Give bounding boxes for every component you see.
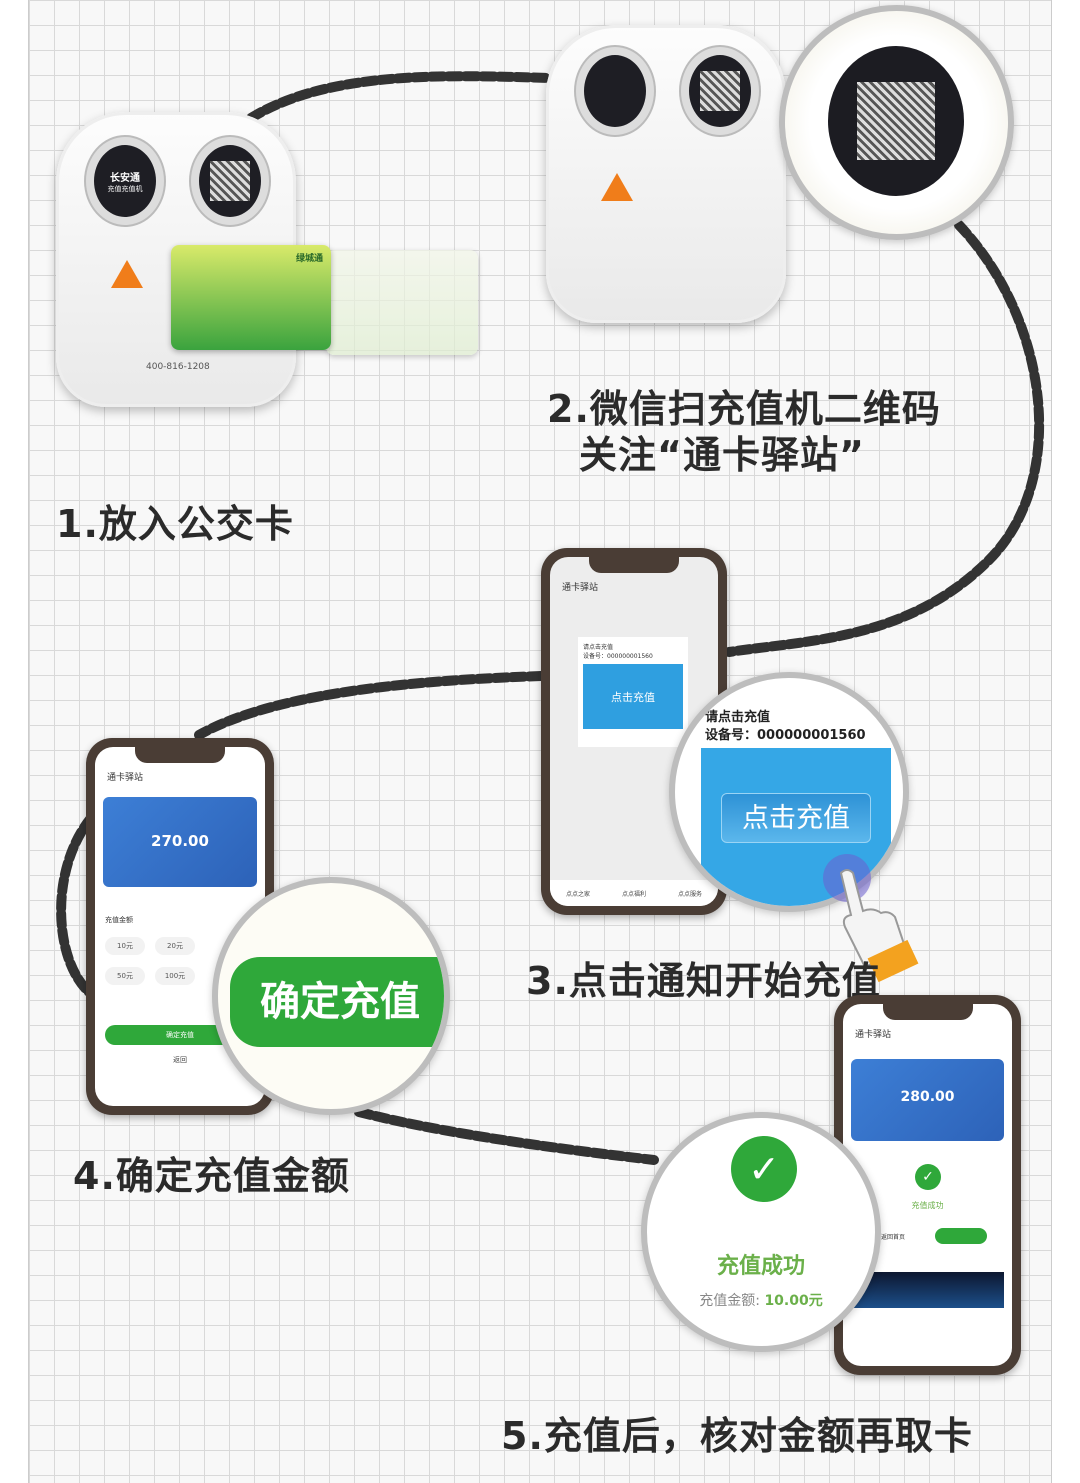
kiosk-qr-screen: [681, 47, 759, 135]
amount-option[interactable]: 10元: [105, 937, 145, 955]
tap-hand-icon: [823, 854, 919, 983]
transit-card-brand: 绿城通: [295, 254, 323, 264]
amount-option[interactable]: 50元: [105, 967, 145, 985]
kiosk-qr-display: [828, 46, 964, 196]
balance-value: 270.00: [151, 832, 209, 850]
amount-section-title: 充值金额: [105, 916, 133, 924]
qr-code-icon: [700, 71, 740, 111]
menu-item[interactable]: 点点福利: [621, 890, 646, 898]
menu-item[interactable]: 点点服务: [677, 890, 702, 898]
step-2-label-line1: 2.微信扫充值机二维码: [547, 387, 941, 431]
device-number-zoomed: 设备号：000000001560: [705, 728, 866, 743]
recharge-kiosk-2: [546, 25, 786, 323]
transit-card: 绿城通: [171, 245, 331, 350]
dotted-connector-path: [56, 71, 1045, 1165]
phone-recharge-result: 通卡驿站 280.00 ✓ 充值成功 返回首页: [834, 995, 1021, 1375]
success-check-icon: ✓: [915, 1164, 941, 1190]
step-1-label: 1.放入公交卡: [56, 502, 294, 546]
confirm-zoom-circle: 确定充值: [212, 877, 450, 1115]
kiosk-brand-screen: [576, 47, 654, 135]
bottom-menu: 点点之家 点点福利 点点服务: [550, 880, 718, 906]
amount-label: 充值金额:: [699, 1293, 760, 1309]
qr-code-icon: [857, 82, 935, 160]
home-button[interactable]: 返回首页: [881, 1234, 906, 1241]
kiosk-subtitle: 充值充值机: [107, 184, 143, 193]
app-title: 通卡驿站: [107, 773, 144, 783]
qr-code-icon: [210, 161, 250, 201]
success-check-icon: ✓: [731, 1136, 797, 1202]
device-number: 设备号：000000001560: [583, 653, 653, 660]
success-zoom-circle: ✓ 充值成功 充值金额: 10.00元: [641, 1112, 881, 1352]
recharge-amount: 充值金额: 10.00元: [647, 1290, 875, 1310]
amount-option[interactable]: 100元: [155, 967, 195, 985]
success-status-zoomed: 充值成功: [716, 1254, 805, 1279]
notification-message: 请点击充值 设备号：000000001560 点击充值: [578, 637, 688, 747]
notice-text: 请点击充值: [583, 644, 614, 651]
infographic-canvas: 长安通 充值充值机 400-816-1208 绿城通 1.放入公交卡 2.微信扫…: [28, 0, 1052, 1483]
success-status: 充值成功: [911, 1201, 944, 1210]
recharge-button-zoomed[interactable]: 点击充值: [721, 793, 871, 843]
app-title: 通卡驿站: [855, 1030, 892, 1040]
amount-value: 10.00元: [764, 1293, 823, 1309]
balance-card: 270.00: [103, 797, 257, 887]
transit-card-ghost: [326, 250, 478, 355]
view-button[interactable]: [935, 1228, 987, 1244]
balance-value: 280.00: [900, 1089, 955, 1105]
balance-card: 280.00: [851, 1059, 1004, 1141]
kiosk-brand-screen: 长安通 充值充值机: [86, 137, 164, 225]
app-title: 通卡驿站: [562, 583, 599, 593]
step-3-label: 3.点击通知开始充值: [526, 959, 881, 1003]
confirm-button-zoomed[interactable]: 确定充值: [230, 957, 444, 1047]
kiosk-qr-screen: [191, 137, 269, 225]
kiosk-hotline: 400-816-1208: [146, 362, 210, 372]
warning-icon: [111, 260, 143, 288]
recharge-button[interactable]: 点击充值: [583, 664, 683, 729]
qr-zoom-circle: [779, 5, 1014, 240]
menu-item[interactable]: 点点之家: [565, 890, 590, 898]
promo-banner[interactable]: [851, 1272, 1004, 1308]
kiosk-brand: 长安通: [110, 172, 140, 184]
step-4-label: 4.确定充值金额: [73, 1154, 350, 1198]
amount-option[interactable]: 20元: [155, 937, 195, 955]
step-2-label-line2: 关注“通卡驿站”: [579, 433, 865, 477]
warning-icon: [601, 173, 633, 201]
step-5-label: 5.充值后，核对金额再取卡: [501, 1414, 973, 1458]
back-button[interactable]: 返回: [173, 1056, 187, 1064]
notice-text-zoomed: 请点击充值: [705, 710, 771, 725]
